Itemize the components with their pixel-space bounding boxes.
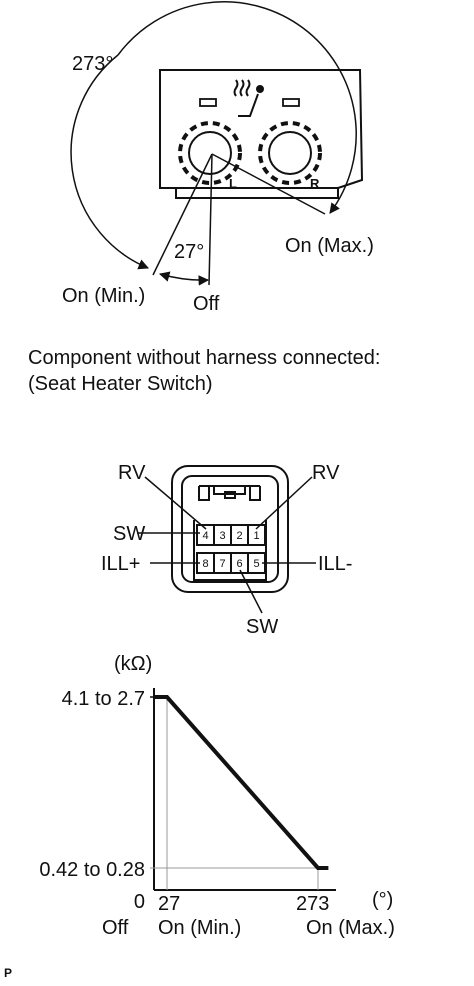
- pin-7: 7: [219, 558, 225, 570]
- x-off-label: Off: [102, 917, 129, 939]
- rv-left-label: RV: [118, 462, 146, 484]
- seat-heater-icon: [233, 79, 264, 117]
- left-knob: [188, 131, 232, 175]
- rotation-arc-left: [70, 54, 149, 270]
- min-angle-label: 27°: [174, 241, 204, 263]
- x-tick-label-27: 27: [158, 893, 180, 915]
- chart-xlabel: (°): [372, 889, 393, 911]
- left-knob-scale: [178, 121, 242, 185]
- right-indicator-lamp: [282, 98, 300, 107]
- x-sublabel-min: On (Min.): [158, 917, 241, 939]
- rotation-indicators: [70, 1, 357, 286]
- sw-bottom-label: SW: [246, 616, 278, 638]
- connector-housing: [171, 465, 289, 593]
- off-leader-line: [208, 153, 213, 286]
- left-indicator-lamp: [199, 98, 217, 107]
- rotation-angle-label: 273°: [72, 53, 113, 75]
- pin-1: 1: [253, 530, 259, 542]
- on-max-label: On (Max.): [285, 235, 374, 257]
- y-tick-label-low: 0.42 to 0.28: [39, 859, 145, 881]
- max-leader-line: [211, 153, 326, 215]
- pin-8: 8: [202, 558, 208, 570]
- left-knob-letter: L: [229, 176, 237, 191]
- connector-leader-lines: [137, 476, 316, 614]
- connector-illustration: [171, 465, 289, 593]
- pin-5: 5: [253, 558, 259, 570]
- caption-line-2: (Seat Heater Switch): [28, 373, 213, 395]
- pin-3: 3: [219, 530, 225, 542]
- pin-6: 6: [236, 558, 242, 570]
- ill-plus-label: ILL+: [101, 553, 140, 575]
- right-knob: [268, 131, 312, 175]
- sw-left-label: SW: [113, 523, 145, 545]
- caption-line-1: Component without harness connected:: [28, 347, 381, 369]
- right-knob-letter: R: [310, 176, 320, 191]
- chart-ylabel: (kΩ): [114, 653, 152, 675]
- rv-right-label: RV: [312, 462, 340, 484]
- origin-label: 0: [134, 891, 145, 913]
- on-min-label: On (Min.): [62, 285, 145, 307]
- figure-code: P: [4, 966, 13, 980]
- min-leader-line: [152, 153, 213, 276]
- resistance-chart: [150, 688, 336, 891]
- component-caption: Component without harness connected: (Se…: [28, 345, 380, 397]
- pin-2: 2: [236, 530, 242, 542]
- rotation-arc-273: [117, 1, 357, 214]
- y-tick-label-high: 4.1 to 2.7: [62, 688, 145, 710]
- seat-heater-switch-illustration: L R: [159, 69, 364, 199]
- rotation-arc-27: [158, 271, 210, 286]
- connector-pin-numbers: 4 3 2 1 8 7 6 5: [202, 530, 259, 570]
- right-knob-scale: [258, 121, 322, 185]
- x-sublabel-max: On (Max.): [306, 917, 395, 939]
- resistance-series-line: [154, 695, 329, 870]
- off-label: Off: [193, 293, 220, 315]
- x-tick-label-273: 273: [296, 893, 329, 915]
- ill-minus-label: ILL-: [318, 553, 352, 575]
- pin-4: 4: [202, 530, 208, 542]
